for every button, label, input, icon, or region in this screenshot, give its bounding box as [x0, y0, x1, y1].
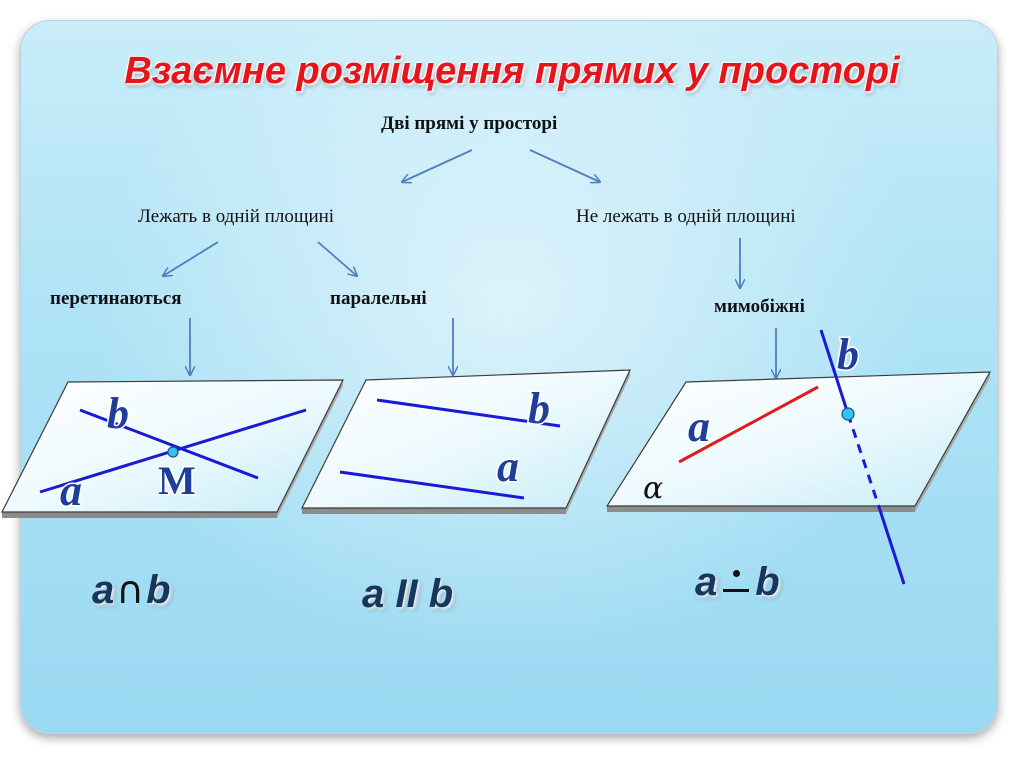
line-b-skew-lower: [878, 509, 906, 585]
line-a-skew: [678, 385, 819, 464]
point-b-plane-intersection: [841, 407, 855, 421]
notation-parallel: a II b: [362, 572, 454, 616]
line-b-skew-hidden: [846, 413, 882, 511]
label-b-intersecting: b: [107, 389, 129, 438]
label-b-parallel: b: [528, 384, 550, 433]
intersection-symbol: ∩: [116, 568, 145, 612]
label-a-parallel: a: [497, 442, 519, 491]
skew-symbol: [721, 565, 751, 595]
branch-noncoplanar-label: Не лежать в одній площині: [576, 206, 796, 227]
notation-intersecting-b: b: [146, 568, 171, 612]
notation-intersecting: a∩b: [92, 568, 171, 613]
arrow-root-to-coplanar: [402, 149, 473, 182]
label-point-m: M: [158, 458, 196, 503]
point-m: [167, 446, 179, 458]
skew-symbol-bar: [723, 589, 750, 592]
label-a-intersecting: a: [60, 466, 82, 515]
label-b-skew: b: [837, 330, 859, 379]
branch-coplanar-label: Лежать в одній площині: [138, 206, 335, 227]
skew-symbol-dot: [733, 570, 741, 577]
plane-skew: [605, 371, 992, 512]
line-b-intersecting: [79, 408, 259, 480]
line-a-parallel: [339, 470, 525, 500]
line-b-parallel: [376, 398, 561, 428]
line-b-skew-upper: [819, 329, 850, 415]
leaf-parallel-label: паралельні: [330, 288, 427, 309]
notation-skew-b: b: [755, 560, 780, 604]
tree-root-label: Дві прямі у просторі: [381, 113, 558, 134]
notation-intersecting-a: a: [92, 568, 115, 612]
leaf-skew-label: мимобіжні: [714, 296, 805, 317]
notation-skew-a: a: [695, 560, 718, 604]
plane-parallel: [301, 369, 631, 514]
slide-title: Взаємне розміщення прямих у просторі: [124, 50, 900, 92]
arrow-root-to-noncoplanar: [529, 149, 600, 182]
arrow-coplanar-to-parallel: [317, 241, 357, 276]
label-a-skew: a: [688, 402, 710, 451]
leaf-intersecting-label: перетинаються: [50, 288, 182, 309]
arrow-coplanar-to-intersecting: [163, 241, 219, 276]
label-plane-alpha: α: [643, 471, 663, 506]
